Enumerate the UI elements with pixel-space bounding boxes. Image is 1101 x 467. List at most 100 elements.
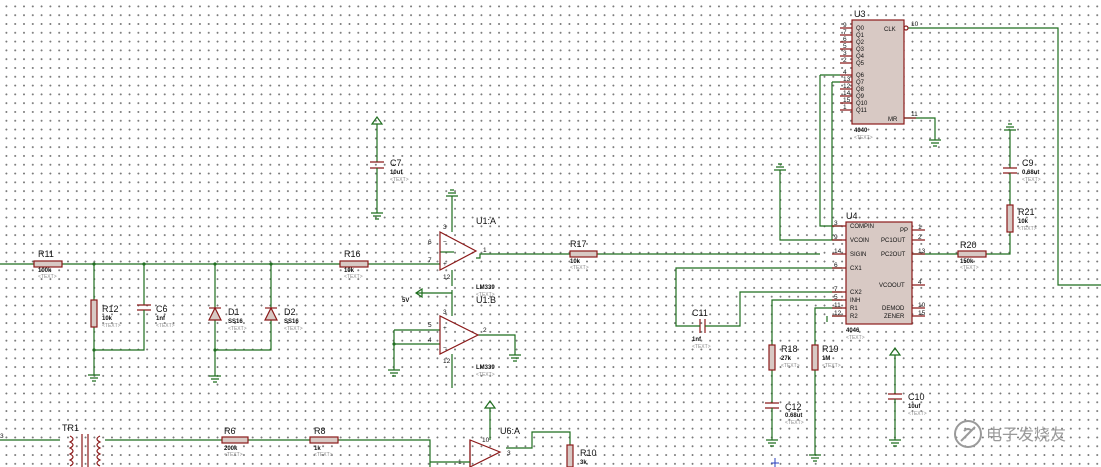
diode-d1-symbol[interactable]: [208, 306, 222, 321]
capacitor-c7-symbol[interactable]: [370, 161, 384, 171]
c9-val: 0.68ut: [1022, 170, 1039, 176]
u4-pin-num: 15: [918, 310, 926, 317]
u4-pin-num: 5: [834, 294, 838, 301]
u3-pin-num: 2: [843, 57, 847, 64]
r12-val: 10k: [102, 316, 113, 322]
capacitor-c11-symbol[interactable]: [693, 319, 712, 333]
r10-ref: R10: [580, 448, 597, 458]
u1a-ref: U1:A: [476, 216, 496, 226]
watermark-text: 电子发烧友: [986, 426, 1066, 444]
resistor-r12-body[interactable]: [90, 299, 98, 328]
r19-text: <TEXT>: [822, 363, 841, 369]
u4-pin-pp: PP: [900, 228, 908, 234]
resistor-r10-body[interactable]: [566, 444, 574, 467]
u1b-pin-top: 3: [443, 309, 447, 316]
u3-pin-q0: Q0: [856, 26, 865, 32]
power-5v-label: 5V: [402, 298, 409, 304]
svg-text:−: −: [443, 239, 447, 246]
r11-ref: R11: [38, 249, 54, 259]
c11-val: 1nf: [692, 337, 702, 343]
c9-ref: C9: [1022, 158, 1034, 168]
c9-text: <TEXT>: [1022, 177, 1041, 183]
c11-text: <TEXT>: [692, 344, 711, 350]
r6-ref: R6: [224, 426, 236, 436]
r16-val: 10k: [344, 268, 355, 274]
r11-val: 100k: [38, 268, 52, 274]
resistor-r18-body[interactable]: [768, 344, 776, 371]
r8-val: 1k: [314, 446, 321, 452]
r21-val: 10k: [1018, 219, 1029, 225]
u3-ref: U3: [854, 9, 866, 19]
u4-pin-cx1: CX1: [850, 266, 862, 272]
u1b-pin-in2: 4: [428, 337, 432, 344]
svg-text:−: −: [443, 345, 447, 352]
r16-ref: R16: [344, 249, 361, 259]
u4-pin-vcoin: VCOIN: [850, 238, 869, 244]
r11-text: <TEXT>: [38, 274, 57, 280]
u3-pin-q1: Q1: [856, 33, 865, 39]
u3-pin-num: 3: [843, 50, 847, 57]
u6a-ref: U6:A: [500, 426, 520, 436]
resistor-r11-body[interactable]: [33, 260, 63, 268]
u4-pin-compin: COMPIN: [850, 224, 874, 230]
c6-ref: C6: [156, 304, 168, 314]
diode-d2-symbol[interactable]: [264, 306, 278, 321]
u6a-pin-in: 1: [458, 459, 462, 466]
u4-pin-num: 13: [918, 248, 926, 255]
capacitor-c10-symbol[interactable]: [888, 393, 902, 403]
u1b-pin-bot: 12: [443, 358, 451, 365]
u3-pin-q3: Q3: [856, 47, 865, 53]
u3-mr-num: 11: [911, 111, 918, 118]
c12-val: 0.68ut: [785, 413, 802, 419]
u3-clk: CLK: [884, 27, 896, 33]
u4-ref: U4: [846, 211, 858, 221]
u3-pin-num: 9: [843, 22, 847, 29]
u4-pin-num: 7: [834, 286, 838, 293]
u1a-part: LM339: [476, 285, 495, 291]
u4-pin-num: 6: [834, 262, 838, 269]
resistor-r17-body[interactable]: [569, 250, 598, 258]
c6-text: <TEXT>: [156, 323, 175, 329]
u4-pin-cx2: CX2: [850, 290, 862, 296]
c10-ref: C10: [908, 392, 925, 402]
capacitor-c9-symbol[interactable]: [1003, 167, 1017, 178]
r16-text: <TEXT>: [344, 274, 363, 280]
svg-text:+: +: [443, 325, 447, 332]
ic-u4-body[interactable]: [832, 221, 925, 325]
u3-pin-q8: Q8: [856, 87, 865, 93]
u1a-pin-bot: 12: [443, 274, 451, 281]
u1a-pin-top: 3: [443, 224, 447, 231]
ic-u3-body[interactable]: [840, 19, 916, 125]
resistor-r16-body[interactable]: [339, 260, 369, 268]
opamp-u6a-symbol[interactable]: [430, 439, 502, 467]
u3-pin-num: 5: [843, 43, 847, 50]
d1-ref: D1: [228, 307, 240, 317]
u4-pin-pc1out: PC1OUT: [881, 238, 906, 244]
opamp-u1b-symbol[interactable]: +−: [439, 315, 480, 355]
u3-pin-q5: Q5: [856, 61, 865, 67]
r17-ref: R17: [570, 239, 587, 249]
capacitor-c12-symbol[interactable]: [765, 402, 779, 412]
u1a-pin-out: 1: [483, 247, 487, 254]
d2-val: SS16: [284, 319, 299, 325]
u4-pin-vcoout: VCOOUT: [879, 283, 905, 289]
resistor-r6-body[interactable]: [221, 436, 249, 444]
u4-pin-num: 3: [834, 220, 838, 227]
resistor-r8-body[interactable]: [309, 436, 339, 444]
c7-text: <TEXT>: [390, 177, 409, 183]
r8-text: <TEXT>: [314, 452, 333, 458]
transformer-tr1-symbol[interactable]: [68, 434, 102, 467]
u3-mr: MR: [888, 117, 898, 123]
u3-pin-num: 7: [843, 29, 847, 36]
resistor-r20-body[interactable]: [957, 250, 987, 258]
resistor-r21-body[interactable]: [1006, 204, 1014, 233]
resistor-r19-body[interactable]: [811, 344, 819, 371]
u1b-ref: U1:B: [476, 295, 496, 305]
r17-val: 10k: [570, 259, 581, 265]
capacitor-c6-symbol[interactable]: [137, 304, 151, 317]
opamp-u1a-symbol[interactable]: −+: [439, 231, 478, 271]
u4-text: <TEXT>: [846, 335, 865, 341]
u3-text: <TEXT>: [854, 135, 873, 141]
